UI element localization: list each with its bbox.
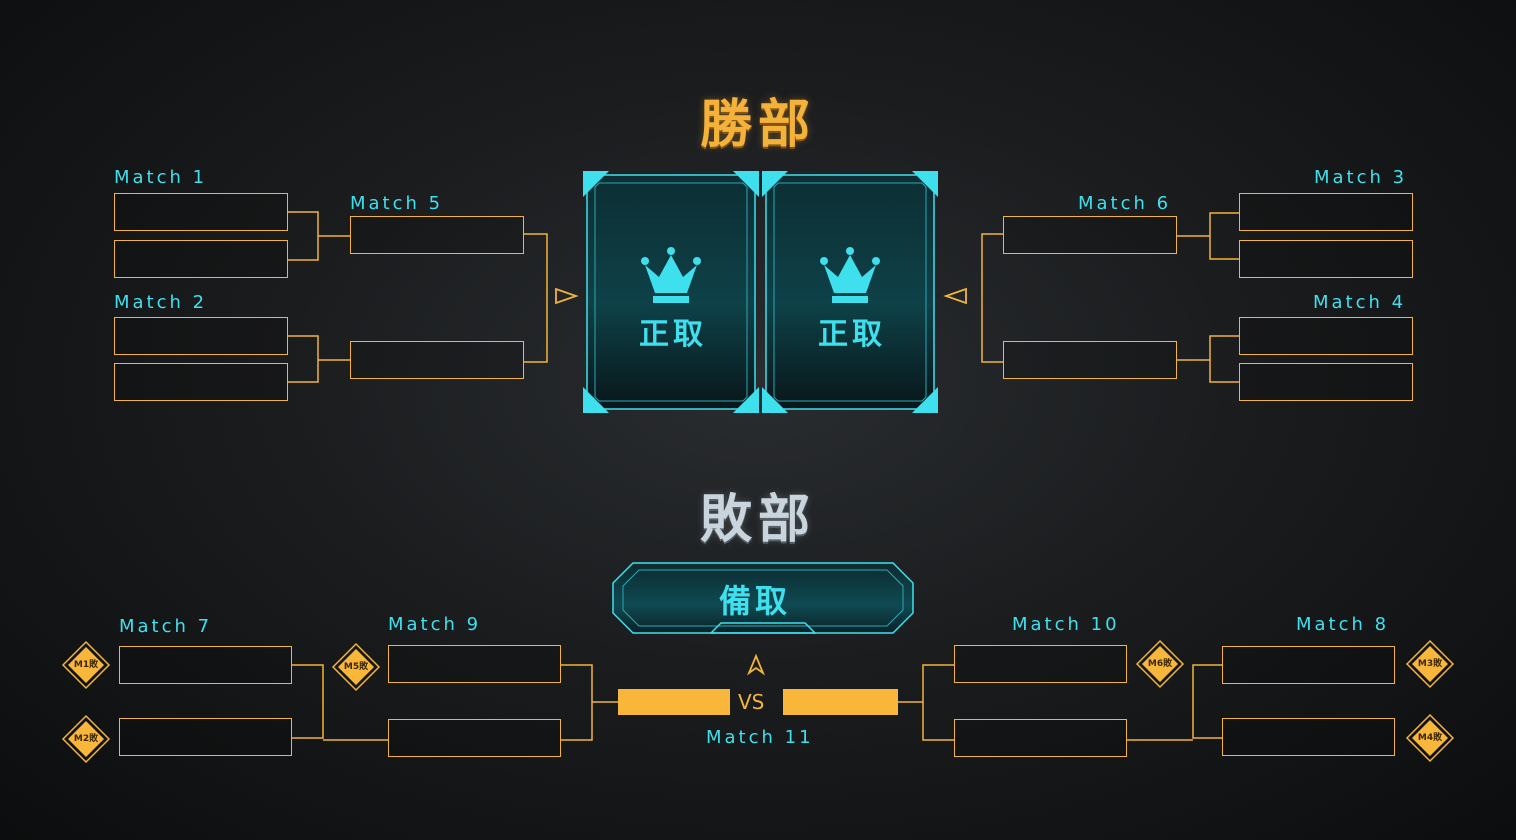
- seed-badge-m1: M1敗: [61, 640, 111, 690]
- match-2-slot-bottom[interactable]: [114, 363, 288, 401]
- match-4-slot-top[interactable]: [1239, 317, 1413, 355]
- card-label: 正取: [639, 317, 707, 352]
- match-1-label: Match 1: [114, 167, 208, 188]
- match-1-slot-top[interactable]: [114, 193, 288, 231]
- winners-bracket-title: 勝部: [700, 95, 817, 155]
- match-10-label: Match 10: [1012, 614, 1120, 635]
- match-6-slot-top[interactable]: [1003, 216, 1177, 254]
- match-1-slot-bottom[interactable]: [114, 240, 288, 278]
- reserve-banner[interactable]: 備取: [611, 561, 915, 635]
- match-4-label: Match 4: [1313, 292, 1407, 313]
- winner-card-right[interactable]: 正取: [762, 171, 938, 413]
- match-6-slot-bottom[interactable]: [1003, 341, 1177, 379]
- diamond-badge-icon: [331, 642, 381, 692]
- match-6-label: Match 6: [1078, 193, 1172, 214]
- match-9-slot-bottom[interactable]: [388, 719, 561, 757]
- match-10-slot-bottom[interactable]: [954, 719, 1127, 757]
- seed-label: M4敗: [1417, 733, 1443, 743]
- seed-label: M1敗: [73, 660, 99, 670]
- match-11-label: Match 11: [706, 727, 814, 748]
- match-7-label: Match 7: [119, 616, 213, 637]
- match-3-slot-top[interactable]: [1239, 193, 1413, 231]
- seed-label: M2敗: [73, 734, 99, 744]
- seed-badge-m5: M5敗: [331, 642, 381, 692]
- diamond-badge-icon: [1405, 639, 1455, 689]
- match-5-label: Match 5: [350, 193, 444, 214]
- diamond-badge-icon: [61, 714, 111, 764]
- triangle-arrow-icon: [555, 287, 967, 676]
- vs-label: VS: [738, 690, 765, 714]
- diamond-badge-icon: [1405, 713, 1455, 763]
- diamond-badge-icon: [61, 640, 111, 690]
- match-4-slot-bottom[interactable]: [1239, 363, 1413, 401]
- match-7-slot-top[interactable]: [119, 646, 292, 684]
- match-8-slot-top[interactable]: [1222, 646, 1395, 684]
- reserve-banner-frame: [612, 562, 914, 634]
- reserve-label: 備取: [719, 582, 792, 620]
- losers-bracket-title: 敗部: [700, 490, 817, 550]
- match-2-slot-top[interactable]: [114, 317, 288, 355]
- match-5-slot-top[interactable]: [350, 216, 524, 254]
- final-slot-left[interactable]: [618, 689, 730, 715]
- seed-badge-m4: M4敗: [1405, 713, 1455, 763]
- seed-badge-m2: M2敗: [61, 714, 111, 764]
- seed-label: M3敗: [1417, 659, 1443, 669]
- match-3-label: Match 3: [1314, 167, 1408, 188]
- match-9-label: Match 9: [388, 614, 482, 635]
- match-3-slot-bottom[interactable]: [1239, 240, 1413, 278]
- final-slot-right[interactable]: [783, 689, 898, 715]
- winner-card-left[interactable]: 正取: [583, 171, 759, 413]
- crown-icon: [820, 247, 880, 303]
- match-10-slot-top[interactable]: [954, 645, 1127, 683]
- match-8-slot-bottom[interactable]: [1222, 718, 1395, 756]
- seed-badge-m3: M3敗: [1405, 639, 1455, 689]
- crown-icon: [641, 247, 701, 303]
- card-label: 正取: [818, 317, 886, 352]
- seed-label: M6敗: [1147, 659, 1173, 669]
- seed-label: M5敗: [343, 662, 369, 672]
- match-7-slot-bottom[interactable]: [119, 718, 292, 756]
- seed-badge-m6: M6敗: [1135, 639, 1185, 689]
- match-2-label: Match 2: [114, 292, 208, 313]
- diamond-badge-icon: [1135, 639, 1185, 689]
- match-5-slot-bottom[interactable]: [350, 341, 524, 379]
- match-9-slot-top[interactable]: [388, 645, 561, 683]
- match-8-label: Match 8: [1296, 614, 1390, 635]
